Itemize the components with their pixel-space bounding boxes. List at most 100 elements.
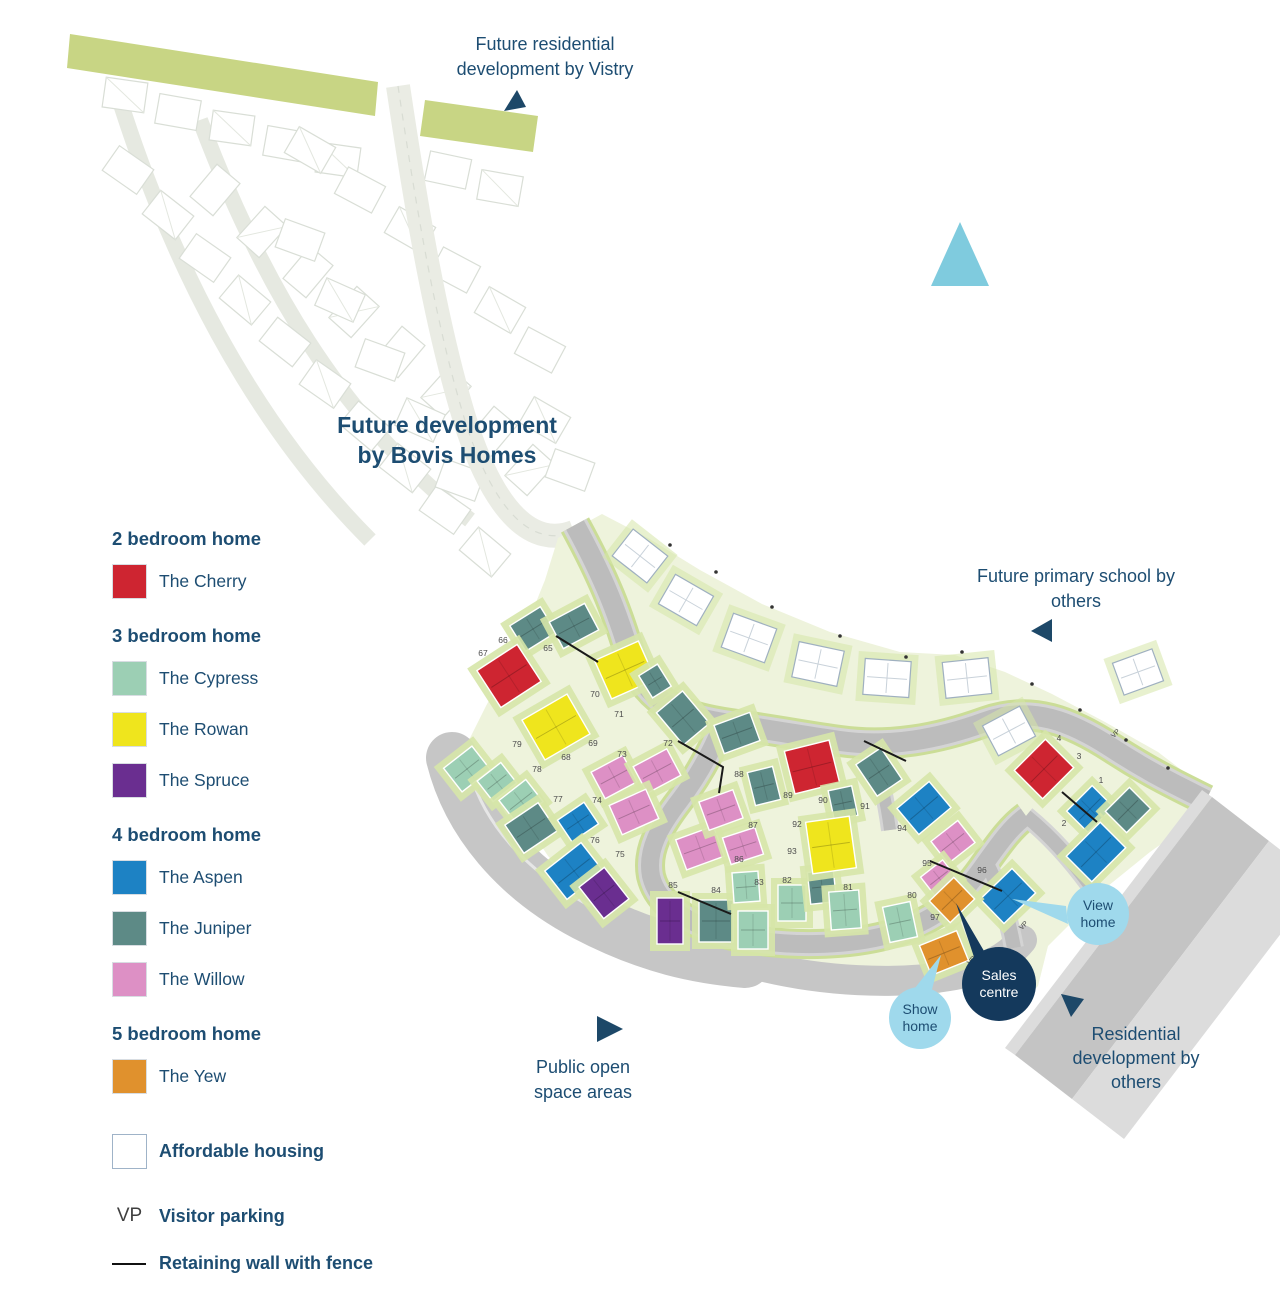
faint-house-outline (218, 274, 272, 326)
faint-house-outline (258, 316, 312, 368)
legend-item-spruce: The Spruce (112, 763, 432, 798)
legend-item-affordable: Affordable housing (112, 1134, 432, 1169)
show-home-callout: Show home (889, 987, 951, 1049)
house-spruce (569, 857, 639, 929)
cypress-swatch (112, 661, 147, 696)
faint-house-outline (338, 400, 392, 452)
legend-item-juniper: The Juniper (112, 911, 432, 946)
school-arrow-icon (1031, 619, 1052, 642)
faint-house-outline (476, 168, 524, 208)
retaining-walls (555, 635, 1098, 915)
plot-numbers-layer: 1234656667686970717273747576777879808182… (478, 635, 1103, 922)
faint-house-outline (274, 217, 326, 263)
open-space-arrow-icon (597, 1016, 623, 1042)
faint-house-outline (235, 205, 289, 259)
house-juniper (646, 681, 720, 755)
legend-heading-5bed: 5 bedroom home (112, 1023, 262, 1044)
plot-number: 70 (590, 689, 600, 699)
house-affordable (783, 633, 853, 695)
house-cypress (467, 752, 527, 812)
plot-number: 94 (897, 823, 907, 833)
house-yew (919, 867, 985, 933)
plot-number: 71 (614, 709, 624, 719)
vistry-label: Future residential development by Vistry (456, 34, 634, 79)
faint-house-outline (178, 232, 232, 284)
plot-number: 83 (754, 877, 764, 887)
house-juniper (738, 757, 790, 815)
plot-number: 2 (1062, 818, 1067, 828)
plot-number: 85 (668, 880, 678, 890)
plot-number: 65 (543, 643, 553, 653)
plot-number: 93 (787, 846, 797, 856)
legend-item-label: The Cypress (159, 668, 259, 688)
legend-heading-2bed: 2 bedroom home (112, 528, 262, 549)
plot-number: 96 (977, 865, 987, 875)
faint-house-outline (458, 526, 512, 578)
aspen-swatch (112, 860, 147, 895)
house-cherry (467, 634, 551, 718)
boundary-band (426, 732, 771, 988)
plot-dot (1166, 766, 1170, 770)
house-willow (666, 817, 734, 879)
legend-item-willow: The Willow (112, 962, 432, 997)
retaining-wall-symbol (112, 1262, 146, 1265)
faint-house-outline (101, 144, 155, 196)
plot-number: 97 (930, 912, 940, 922)
willow-swatch (112, 962, 147, 997)
house-spruce (650, 891, 690, 951)
plot-number: 80 (907, 890, 917, 900)
faint-house-outline (378, 442, 432, 494)
plot-dot (1124, 738, 1128, 742)
plot-number: 81 (843, 882, 853, 892)
vistry-arrow-icon (504, 90, 526, 111)
plot-dot (1078, 708, 1082, 712)
house-affordable (648, 564, 724, 636)
cherry-swatch (112, 564, 147, 599)
plot-number: 79 (512, 739, 522, 749)
open-space-label: Public open space areas (533, 1057, 633, 1102)
legend-item-rowan: The Rowan (112, 712, 432, 747)
house-willow (689, 780, 753, 840)
legend-heading-3bed: 3 bedroom home (112, 625, 262, 646)
plot-number: 76 (590, 835, 600, 845)
plot-number: 91 (860, 801, 870, 811)
vp-marker: VP (1018, 920, 1030, 932)
plot-number: 86 (734, 854, 744, 864)
view-home-tail (1012, 899, 1068, 924)
faint-house-outline (313, 276, 367, 324)
plot-dot (714, 570, 718, 574)
legend-item-cherry: The Cherry (112, 564, 432, 599)
view-home-callout: View home (1067, 883, 1129, 945)
house-cypress (724, 863, 768, 911)
house-juniper (495, 793, 567, 863)
faint-house-outline (154, 92, 202, 132)
house-affordable (602, 519, 678, 593)
faint-house-outline (473, 285, 527, 335)
legend-heading-4bed: 4 bedroom home (112, 824, 262, 845)
affordable-swatch (112, 1134, 147, 1169)
plot-number: 82 (782, 875, 792, 885)
plot-dot (770, 605, 774, 609)
house-aspen (547, 792, 609, 852)
house-cypress (821, 882, 869, 938)
show-home-tail (911, 955, 941, 997)
faint-house-outline (503, 443, 557, 497)
plot-number: 68 (561, 752, 571, 762)
house-aspen (1056, 812, 1136, 892)
house-rowan (512, 684, 600, 770)
house-willow (599, 780, 669, 844)
vistry-strip-right (420, 100, 538, 152)
house-juniper (846, 738, 912, 806)
faint-house-outline (282, 245, 334, 299)
houses-layer (433, 519, 1173, 985)
house-rowan (797, 808, 865, 882)
legend-item-label: The Aspen (159, 867, 243, 887)
faint-house-outline (141, 189, 195, 241)
legend-item-label: The Juniper (159, 918, 252, 938)
legend-item-aspen: The Aspen (112, 860, 432, 895)
faint-house-outline (513, 326, 567, 374)
faint-house-outline (208, 109, 256, 147)
legend-item-visitor-parking-label: Visitor parking (159, 1205, 285, 1226)
